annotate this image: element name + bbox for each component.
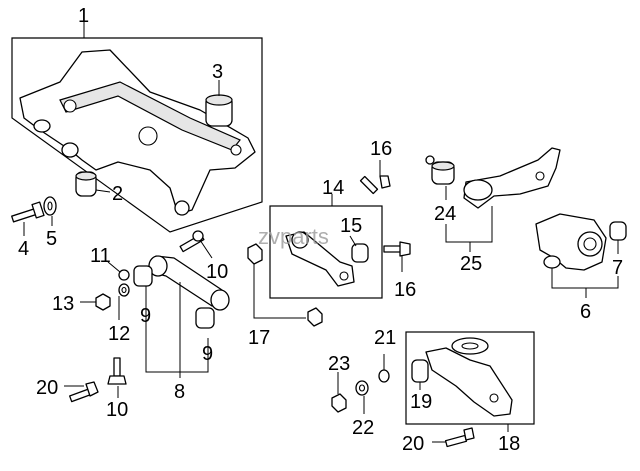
- watermark-logo: zvparts: [258, 224, 329, 249]
- trailing-link-part-14[interactable]: [285, 231, 355, 287]
- callout-22: 22: [352, 417, 374, 439]
- callout-19: 19: [410, 391, 432, 413]
- nut-part-17-upper[interactable]: [247, 243, 263, 265]
- callout-6: 6: [580, 301, 591, 323]
- nut-part-13[interactable]: [95, 293, 111, 311]
- callout-23: 23: [328, 353, 350, 375]
- leader-17: [253, 264, 306, 319]
- crossmember-mount: [33, 119, 51, 133]
- leader-25-bracket: [445, 206, 493, 243]
- callout-12: 12: [108, 323, 130, 345]
- bolt-part-16-upper[interactable]: [359, 175, 391, 195]
- callout-5: 5: [46, 228, 57, 250]
- leader-11: [107, 261, 121, 273]
- leader-9-bracket: [145, 286, 209, 373]
- callout-25: 25: [460, 253, 482, 275]
- crossmember-mount: [174, 200, 190, 216]
- arm-box-14: [269, 205, 383, 299]
- callout-10-upper: 10: [206, 261, 228, 283]
- callout-7: 7: [612, 257, 623, 279]
- callout-21: 21: [374, 327, 396, 349]
- crossmember-group: [11, 22, 263, 233]
- nut-part-11[interactable]: [118, 269, 130, 281]
- callout-11: 11: [90, 245, 111, 267]
- lower-arm-box-18: [405, 331, 535, 425]
- callout-20-left: 20: [36, 377, 58, 399]
- trailing-arm-part-25[interactable]: [463, 147, 561, 209]
- callout-18: 18: [498, 433, 520, 455]
- washer-part-22[interactable]: [355, 380, 369, 396]
- callout-2: 2: [112, 183, 123, 205]
- callout-15: 15: [340, 215, 362, 237]
- knuckle-part-6[interactable]: [535, 213, 607, 271]
- nut-part-17-lower[interactable]: [307, 307, 323, 327]
- nut-part-23[interactable]: [331, 393, 347, 413]
- bolt-part-20-left[interactable]: [68, 381, 99, 403]
- bolt-part-4[interactable]: [11, 201, 45, 223]
- callout-1: 1: [78, 5, 89, 27]
- callout-9-lower: 9: [202, 343, 213, 365]
- bushing-part-9-upper[interactable]: [133, 265, 153, 287]
- callout-13: 13: [52, 293, 74, 315]
- callout-16-lower: 16: [394, 279, 416, 301]
- bolt-part-10-upper[interactable]: [179, 230, 205, 253]
- bolt-part-10-lower[interactable]: [107, 357, 127, 385]
- crossmember-hole: [230, 144, 242, 156]
- leader-6-bracket: [551, 268, 619, 289]
- bolt-part-20-right[interactable]: [444, 427, 475, 448]
- bushing-part-2[interactable]: [75, 171, 97, 197]
- callout-17: 17: [248, 327, 270, 349]
- lateral-arm-part-8[interactable]: [148, 255, 230, 311]
- crossmember-hole: [63, 99, 77, 113]
- bushing-part-9-lower[interactable]: [195, 307, 215, 329]
- bushing-part-19[interactable]: [411, 359, 429, 383]
- washer-part-12[interactable]: [118, 283, 130, 297]
- bushing-part-7[interactable]: [609, 221, 627, 241]
- washer-part-21[interactable]: [378, 369, 390, 383]
- callout-14: 14: [322, 177, 344, 199]
- bushing-part-15[interactable]: [351, 243, 369, 263]
- leader-15: [349, 235, 357, 247]
- callout-8: 8: [174, 381, 185, 403]
- bolt-part-16-lower[interactable]: [383, 241, 411, 257]
- callout-3: 3: [212, 61, 223, 83]
- callout-4: 4: [18, 238, 29, 260]
- leader-10a: [199, 239, 213, 259]
- crossmember-hole: [138, 126, 158, 146]
- washer-part-5[interactable]: [43, 196, 57, 216]
- callout-20-right: 20: [402, 433, 424, 455]
- bushing-part-24[interactable]: [425, 155, 455, 185]
- callout-9-upper: 9: [140, 305, 151, 327]
- callout-10-lower: 10: [106, 399, 128, 421]
- crossmember-frame-box: [11, 37, 263, 233]
- callout-16-upper: 16: [370, 138, 392, 160]
- crossmember-mount: [61, 142, 79, 158]
- leader-2: [95, 189, 111, 193]
- lower-arm-part-18[interactable]: [425, 337, 513, 417]
- bushing-part-3[interactable]: [205, 94, 233, 127]
- callout-24: 24: [434, 203, 456, 225]
